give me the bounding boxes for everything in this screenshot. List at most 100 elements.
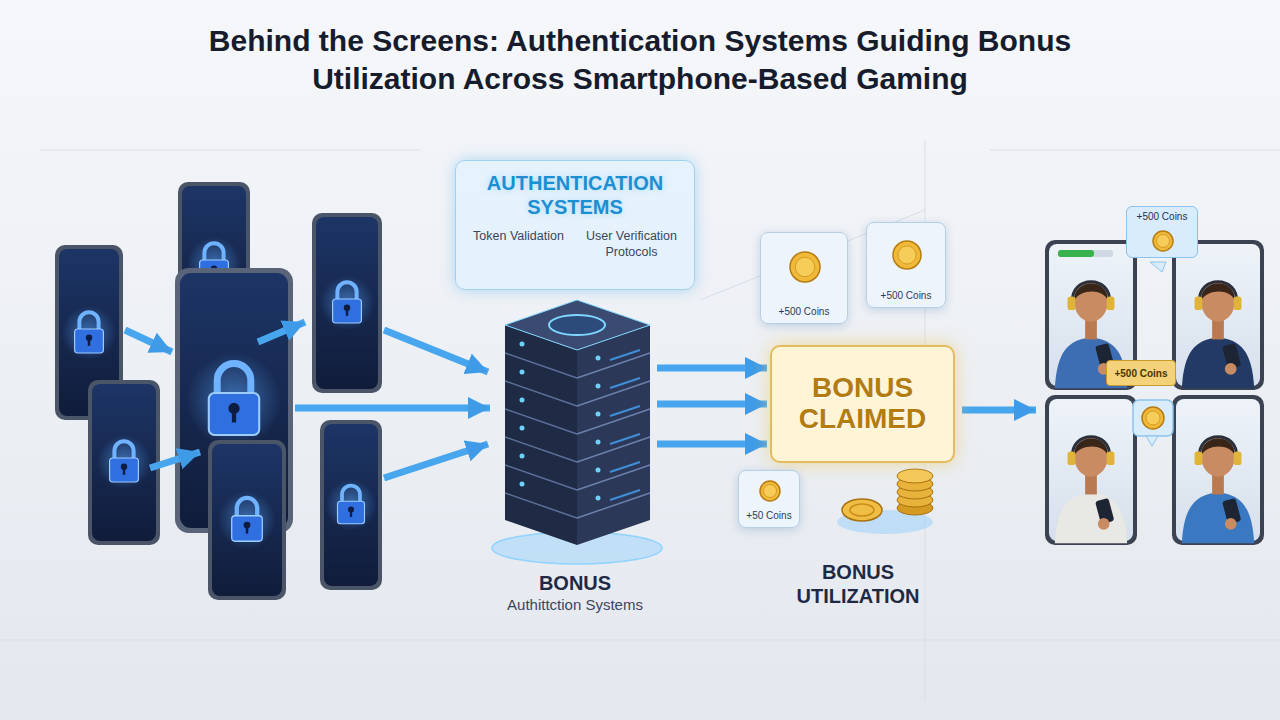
coin-bubble — [1142, 407, 1164, 429]
node-heading: +500 Coins — [881, 290, 932, 301]
player-phone — [1172, 395, 1264, 545]
flow-arrow — [384, 444, 488, 478]
coin-card: +500 Coins — [866, 222, 946, 308]
system-panel: AUTHENTICATION SYSTEMS Token Validation Us… — [455, 160, 695, 290]
locked-phone — [88, 380, 160, 545]
locked-phone — [316, 217, 378, 389]
coin-bubble: +500 Coins — [1126, 206, 1198, 258]
server-tower — [505, 300, 650, 350]
locked-phone — [324, 424, 378, 586]
locked-phone — [218, 491, 276, 549]
locked-phone — [92, 384, 156, 541]
flow-arrow — [295, 405, 490, 412]
locked-phone — [55, 182, 382, 600]
locked-phone — [88, 380, 160, 545]
locked-phone — [186, 352, 281, 447]
coin-pile — [850, 504, 874, 516]
progress-bar — [1058, 250, 1113, 257]
coin-icon — [764, 485, 777, 498]
server-tower — [596, 356, 601, 361]
locked-phone — [320, 420, 382, 590]
server-tower — [520, 398, 525, 403]
coin-card: +500 Coins — [760, 232, 848, 324]
coin-bubble — [1146, 411, 1160, 425]
node-heading: +500 Coins — [1114, 368, 1167, 379]
coin-icon — [1153, 231, 1173, 251]
locked-phone — [62, 306, 116, 360]
server-tower — [520, 342, 601, 501]
server-tower — [520, 454, 525, 459]
flow-arrow — [384, 330, 488, 372]
flow-arrow — [962, 407, 1036, 414]
player-phone — [1182, 437, 1254, 544]
locked-phone — [326, 480, 377, 531]
locked-phone — [208, 440, 286, 600]
server-tower — [505, 353, 577, 518]
flow-arrow — [657, 365, 767, 372]
flow-arrow — [150, 452, 200, 468]
server-tower — [549, 315, 605, 335]
coin-icon — [892, 240, 922, 270]
node-text: User Verification Protocols — [579, 229, 684, 260]
coin-icon — [760, 481, 780, 501]
coin-tag: +500 Coins — [1106, 360, 1176, 386]
node-heading: BONUS — [539, 571, 611, 595]
coin-icon — [789, 251, 821, 283]
server-tower — [520, 482, 525, 487]
node-text: Authittction Systems — [507, 595, 643, 615]
coin-icon — [1152, 230, 1174, 252]
coin-bubble — [1133, 400, 1173, 436]
coin-pile — [897, 469, 933, 483]
flow-arrow — [258, 322, 305, 342]
server-tower — [596, 412, 601, 417]
node-heading: BONUS CLAIMED — [780, 373, 945, 435]
flow-arrow — [657, 401, 767, 408]
player-phone — [1045, 395, 1137, 545]
server-tower — [610, 350, 640, 500]
flow-arrow — [657, 441, 767, 448]
player-phone — [1182, 282, 1254, 389]
player-phone — [1045, 240, 1264, 545]
server-tower — [492, 300, 662, 564]
coin-bubble — [1150, 262, 1166, 272]
text-row: Token Validation User Verification Protoc… — [466, 229, 684, 260]
progress-bar — [1058, 250, 1113, 257]
coin-pile — [837, 469, 933, 534]
player-phone — [1172, 240, 1264, 390]
node-heading: AUTHENTICATION SYSTEMS — [466, 171, 684, 219]
locked-phone — [212, 444, 282, 596]
coin-icon — [1157, 235, 1170, 248]
server-tower — [520, 426, 525, 431]
server-tower — [577, 325, 650, 545]
locked-phone — [312, 213, 382, 393]
node-heading: +500 Coins — [1137, 211, 1188, 222]
locked-phone — [312, 213, 382, 393]
node-heading: +50 Coins — [746, 510, 791, 521]
coin-bubble — [1133, 262, 1173, 446]
coin-icon — [759, 480, 781, 502]
bonus-card: BONUS CLAIMED — [770, 345, 955, 463]
grid-lines — [0, 640, 1280, 641]
grid-lines — [990, 150, 1280, 151]
node-text: Token Validation — [466, 229, 571, 260]
progress-bar — [1058, 250, 1094, 257]
server-tower — [520, 342, 525, 347]
server-tower — [596, 440, 601, 445]
server-tower — [505, 325, 577, 545]
coin-icon — [898, 246, 916, 264]
coin-bubble — [1146, 436, 1158, 446]
section-label: BONUS UTILIZATION — [773, 560, 943, 608]
server-tower — [596, 384, 601, 389]
server-tower — [520, 370, 525, 375]
node-heading: +500 Coins — [779, 306, 830, 317]
locked-phone — [97, 435, 151, 489]
grid-lines — [0, 140, 1280, 700]
player-phone — [1055, 437, 1127, 544]
flow-arrow — [125, 330, 172, 352]
grid-lines — [40, 150, 420, 151]
coin-icon — [893, 241, 921, 269]
locked-phone — [320, 420, 382, 590]
